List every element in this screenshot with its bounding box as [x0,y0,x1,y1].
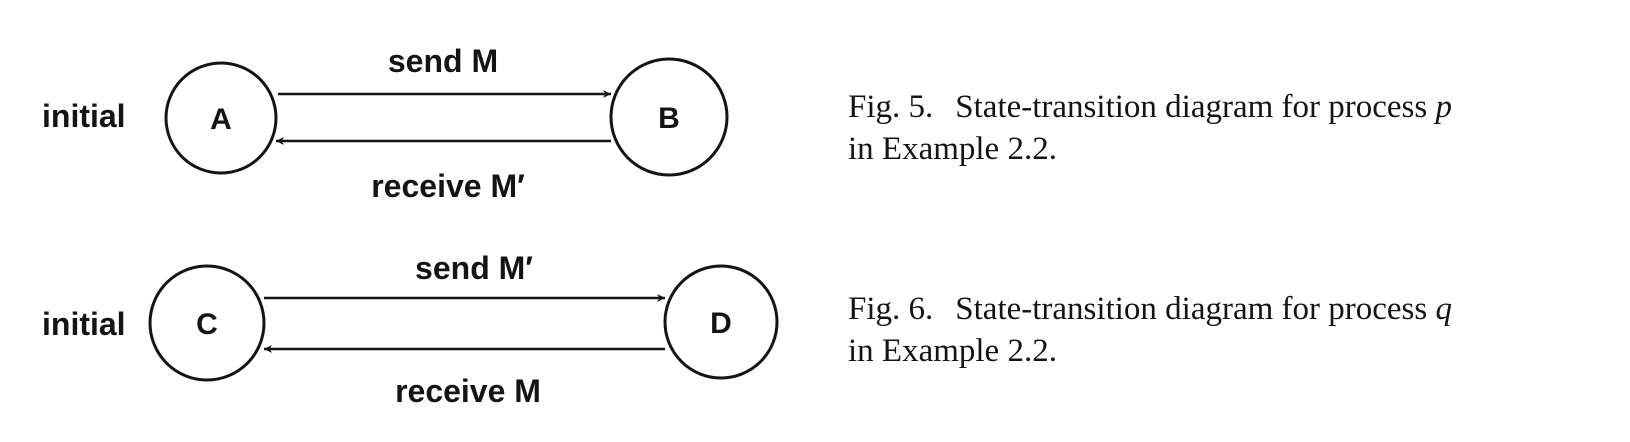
state-d [663,264,779,380]
process-name: p [1435,89,1452,125]
receive-transition-label: receive M′ [371,168,525,204]
send-transition-label: send M′ [415,250,533,286]
figure-number: Fig. 6. [848,291,934,327]
process-name: q [1435,291,1452,327]
caption-line-2: in Example 2.2. [848,131,1057,167]
receive-transition-label: receive M [395,373,541,409]
caption-line-2: in Example 2.2. [848,333,1057,369]
initial-label: initial [42,98,126,134]
figure-6-diagram: initial C D send M′ receive M [42,250,779,409]
state-a [164,61,278,175]
caption-text: State-transition diagram for process [955,291,1428,327]
caption-line-1: Fig. 5. State-transition diagram for proc… [848,86,1452,128]
figure-number: Fig. 5. [848,89,934,125]
state-b [609,57,729,177]
caption-text: State-transition diagram for process [955,89,1428,125]
state-b-label: B [658,102,680,135]
state-a-label: A [210,103,232,136]
caption-line-1: Fig. 6. State-transition diagram for proc… [848,288,1452,330]
figure-5-diagram: initial A B send M receive M′ [42,43,729,204]
state-c [148,264,266,382]
figure-5-caption: Fig. 5. State-transition diagram for proc… [848,86,1452,170]
initial-label: initial [42,306,126,342]
state-d-label: D [710,307,732,340]
send-transition-label: send M [388,43,498,79]
state-c-label: C [196,308,218,341]
figure-6-caption: Fig. 6. State-transition diagram for proc… [848,288,1452,372]
